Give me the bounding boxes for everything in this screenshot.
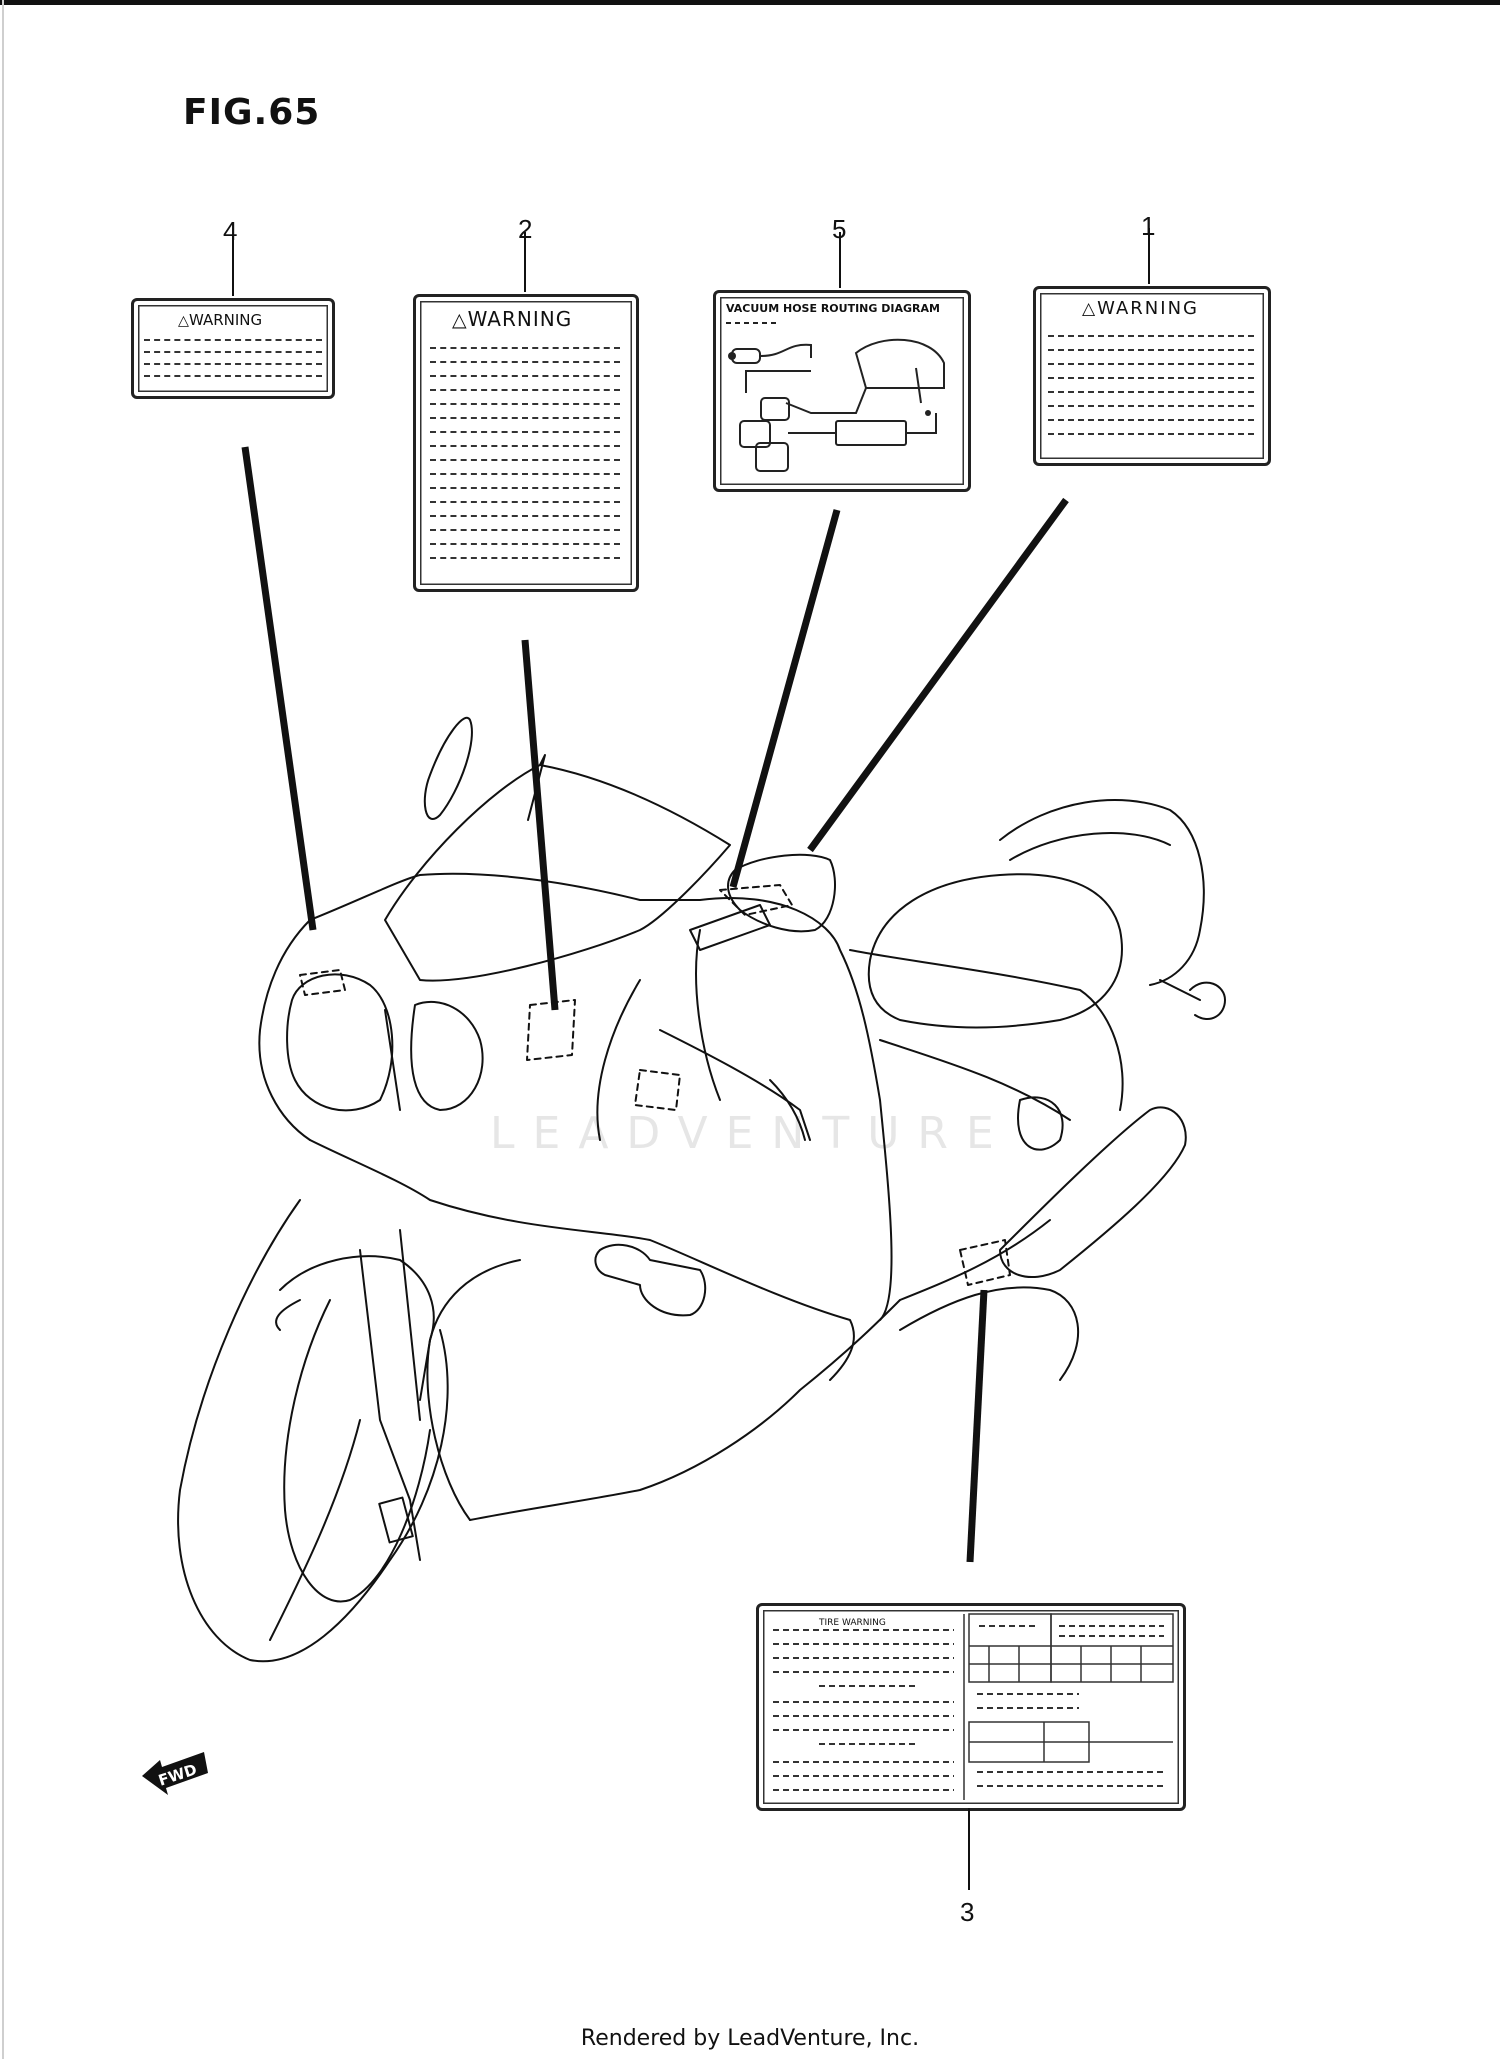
vacuum-hose-diagram [726, 322, 945, 472]
leader-2 [521, 639, 559, 1011]
warning-label-1: △WARNING [1033, 286, 1271, 466]
forward-direction-arrow [142, 1752, 208, 1795]
warning-heading-2: △WARNING [452, 307, 572, 331]
leader-4 [241, 446, 317, 931]
leader-1 [807, 497, 1069, 853]
top-border [0, 0, 1500, 5]
warning-label-2: △WARNING [413, 294, 639, 592]
callout-2: 2 [518, 214, 533, 244]
warning-text-1: WARNING [1097, 298, 1199, 319]
left-scan-edge [2, 0, 4, 2059]
warning-label-4: △WARNING [131, 298, 335, 399]
vacuum-hose-label-5: VACUUM HOSE ROUTING DIAGRAM [713, 290, 971, 492]
callout-1: 1 [1141, 211, 1156, 241]
figure-title: FIG.65 [183, 92, 321, 133]
warning-triangle-icon: △ [178, 313, 189, 329]
callout-5: 5 [832, 214, 847, 244]
tire-label-grid [773, 1613, 1174, 1800]
leader-5 [729, 509, 841, 888]
warning-heading-1: △WARNING [1082, 298, 1199, 319]
label-text-lines [430, 347, 620, 571]
warning-triangle-icon: △ [1082, 299, 1098, 319]
watermark-text: LEADVENTURE [490, 1108, 1012, 1159]
tire-warning-label-3: TIRE WARNING [756, 1603, 1186, 1811]
footer-credit: Rendered by LeadVenture, Inc. [580, 2026, 920, 2051]
tire-warning-heading-3: TIRE WARNING [819, 1618, 886, 1628]
label-text-lines [144, 339, 322, 387]
label-text-lines [1048, 335, 1254, 447]
vacuum-heading-5: VACUUM HOSE ROUTING DIAGRAM [726, 302, 940, 315]
warning-triangle-icon: △ [452, 309, 468, 331]
warning-heading-4: △WARNING [178, 311, 262, 329]
warning-text-4: WARNING [188, 311, 263, 329]
warning-text-2: WARNING [467, 307, 573, 331]
leader-3 [966, 1289, 988, 1563]
callout-3: 3 [960, 1897, 975, 1927]
